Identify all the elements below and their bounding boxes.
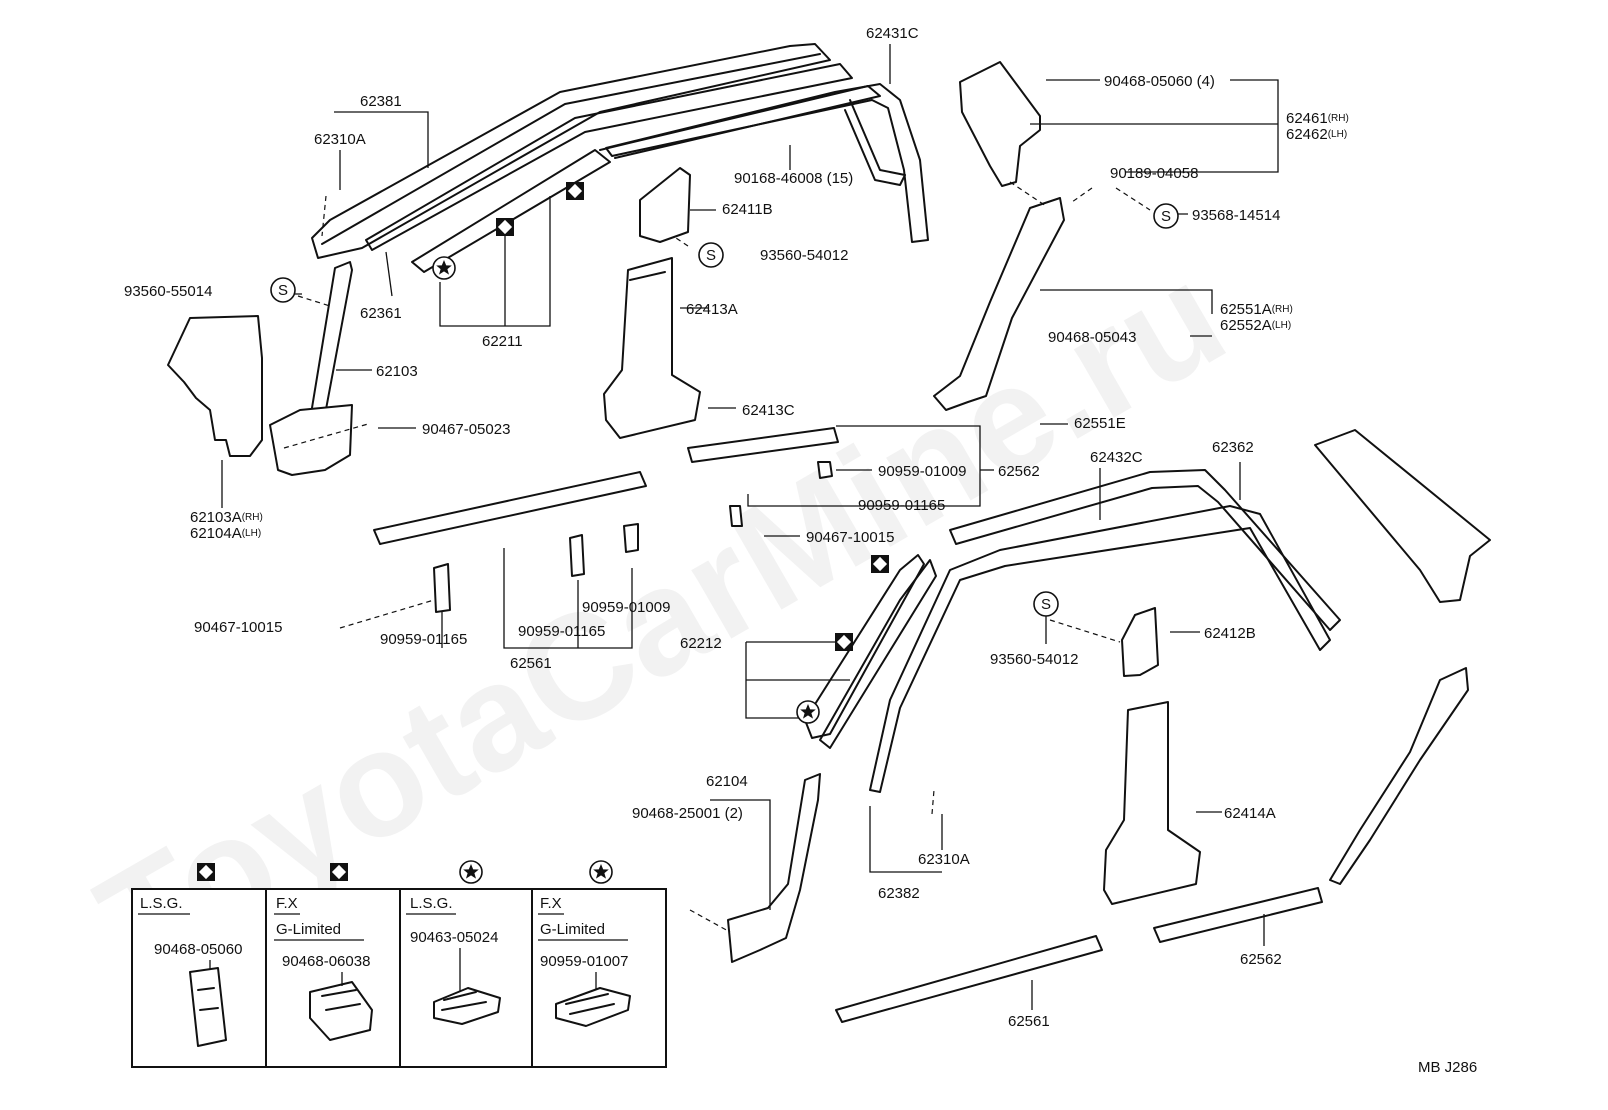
label-62411B: 62411B [722, 201, 773, 218]
label-62561-b: 62561 [1008, 1013, 1050, 1030]
label-90168-46008: 90168-46008 (15) [734, 170, 853, 187]
label-62432C: 62432C [1090, 449, 1143, 466]
label-62310A-b: 62310A [918, 851, 970, 868]
label-62414A: 62414A [1224, 805, 1276, 822]
legend-col2-header2: G-Limited [276, 921, 341, 938]
label-90468-05043: 90468-05043 [1048, 329, 1136, 346]
label-90468-25001: 90468-25001 (2) [632, 805, 743, 822]
label-62552A: 62552A(LH) [1220, 317, 1291, 334]
part-labels: 62431C 62381 62310A 90168-46008 (15) 624… [124, 25, 1477, 1076]
s-mark: S [278, 282, 288, 299]
s-mark: S [1161, 208, 1171, 225]
roof-rail-62381 [311, 43, 831, 259]
label-90467-05023: 90467-05023 [422, 421, 510, 438]
label-62431C: 62431C [866, 25, 919, 42]
legend-col1-part: 90468-05060 [154, 941, 242, 958]
diamond-icon [566, 182, 584, 200]
label-62551E: 62551E [1074, 415, 1126, 432]
front-pillar-62104 [727, 773, 821, 963]
scuff-62561-lower [835, 935, 1103, 1023]
brackets [433, 461, 833, 613]
label-62561-a: 62561 [510, 655, 552, 672]
label-62412B: 62412B [1204, 625, 1256, 642]
quarter-trim-62461 [959, 61, 1041, 187]
pillar-trim-62412B [1121, 607, 1159, 677]
diamond-icon [871, 555, 889, 573]
label-90467-10015-a: 90467-10015 [806, 529, 894, 546]
label-93568-14514: 93568-14514 [1192, 207, 1280, 224]
quarter-trim-right [1314, 429, 1491, 885]
weatherstrip-62212 [804, 554, 925, 739]
label-62413C: 62413C [742, 402, 795, 419]
s-mark: S [1041, 596, 1051, 613]
label-62562-a: 62562 [998, 463, 1040, 480]
scuff-62562-upper [687, 427, 839, 463]
roof-arch-62431C [605, 83, 929, 243]
label-62362: 62362 [1212, 439, 1254, 456]
label-93560-54012-b: 93560-54012 [990, 651, 1078, 668]
label-90959-01165-c: 90959-01165 [518, 623, 605, 640]
label-90959-01009-a: 90959-01009 [878, 463, 966, 480]
label-90959-01009-b: 90959-01009 [582, 599, 670, 616]
legend-col3-part: 90463-05024 [410, 929, 498, 946]
s-mark: S [706, 247, 716, 264]
roof-rail-62362 [819, 505, 1331, 793]
center-pillar-62414A [1103, 701, 1201, 905]
legend-col4-header2: G-Limited [540, 921, 605, 938]
legend-col2-part: 90468-06038 [282, 953, 370, 970]
roof-rail-62361 [365, 63, 853, 251]
legend-col1-header: L.S.G. [140, 895, 183, 912]
kick-panel-62103A [167, 315, 263, 457]
diagram-code: MB J286 [1418, 1059, 1477, 1076]
label-62562-b: 62562 [1240, 951, 1282, 968]
s-symbols: S S S S [270, 203, 1179, 617]
diamond-icon [835, 633, 853, 651]
label-62361: 62361 [360, 305, 402, 322]
label-62551A: 62551A(RH) [1220, 301, 1293, 318]
label-62104: 62104 [706, 773, 748, 790]
label-90959-01165-a: 90959-01165 [858, 497, 945, 514]
legend-col4-header1: F.X [540, 895, 562, 912]
clip-90959-01007 [555, 987, 631, 1027]
label-90189-04058: 90189-04058 [1110, 165, 1198, 182]
label-93560-54012-top: 93560-54012 [760, 247, 848, 264]
legend-col2-header1: F.X [276, 895, 298, 912]
diamond-icon [496, 218, 514, 236]
fastener-legend-table: L.S.G. 90468-05060 F.X G-Limited 90468-0… [131, 860, 667, 1068]
clip-90468-05060 [189, 967, 227, 1047]
legend-col3-header: L.S.G. [410, 895, 453, 912]
scuff-62561-upper [373, 471, 647, 545]
scuff-62562-lower [1153, 887, 1323, 943]
star-icon [589, 860, 613, 884]
label-62381: 62381 [360, 93, 402, 110]
clip-90468-06038 [309, 981, 373, 1041]
roof-arch-62432C [949, 469, 1341, 631]
star-icon [432, 256, 456, 280]
label-62212: 62212 [680, 635, 722, 652]
pillar-trim-62411B [639, 167, 691, 243]
label-62211: 62211 [482, 333, 523, 350]
diamond-icon [197, 863, 215, 881]
label-62104A: 62104A(LH) [190, 525, 261, 542]
label-62462: 62462(LH) [1286, 126, 1347, 143]
legend-col4-part: 90959-01007 [540, 953, 628, 970]
label-90959-01165-b: 90959-01165 [380, 631, 467, 648]
diamond-icon [330, 863, 348, 881]
label-62382: 62382 [878, 885, 920, 902]
label-62103: 62103 [376, 363, 418, 380]
back-pillar-62551A [933, 197, 1065, 411]
star-icon [459, 860, 483, 884]
label-62461: 62461(RH) [1286, 110, 1349, 127]
label-62310A-top: 62310A [314, 131, 366, 148]
dashed-connectors [283, 181, 1151, 933]
label-93560-55014: 93560-55014 [124, 283, 212, 300]
label-90467-10015-b: 90467-10015 [194, 619, 282, 636]
label-62413A: 62413A [686, 301, 738, 318]
center-pillar-62413A [603, 257, 701, 439]
label-90468-05060-4: 90468-05060 (4) [1104, 73, 1215, 90]
star-icon [796, 700, 820, 724]
label-62103A: 62103A(RH) [190, 509, 263, 526]
